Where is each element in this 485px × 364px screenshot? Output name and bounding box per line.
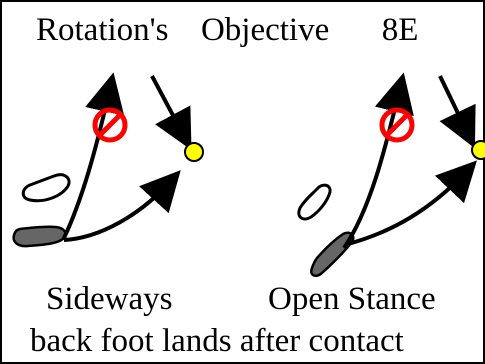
right-panel — [297, 72, 485, 277]
caption: back foot lands after contact — [30, 323, 404, 359]
rotation-path — [347, 160, 478, 246]
label-open-stance: Open Stance — [268, 281, 436, 317]
ball-icon — [471, 140, 485, 160]
front-foot-icon — [297, 183, 332, 221]
label-sideways: Sideways — [46, 281, 173, 317]
rotation-path — [63, 170, 181, 242]
back-foot-icon — [12, 225, 67, 248]
prohibited-circle-icon — [92, 107, 128, 143]
prohibited-circle-icon — [379, 107, 415, 143]
ball-icon — [184, 142, 204, 162]
title-part-8e: 8E — [381, 12, 419, 48]
title: Rotation's Objective 8E — [36, 14, 418, 47]
title-part-rotations: Rotation's — [36, 12, 169, 48]
left-panel — [12, 72, 204, 248]
incoming-arrow — [150, 75, 192, 151]
title-part-objective: Objective — [200, 12, 330, 48]
incoming-arrow — [438, 75, 476, 149]
front-foot-icon — [21, 173, 71, 203]
back-foot-icon — [310, 231, 355, 277]
